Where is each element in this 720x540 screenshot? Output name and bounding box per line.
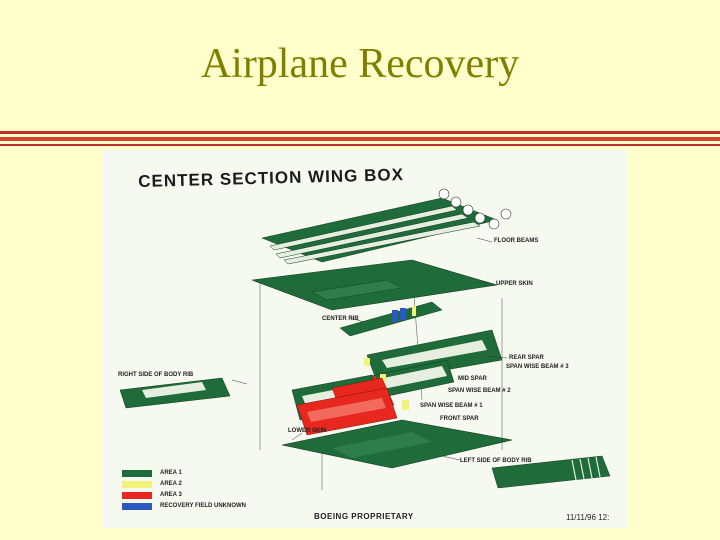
center-rib-group <box>339 301 443 337</box>
label-floor-beams: FLOOR BEAMS <box>494 238 539 244</box>
slide-title: Airplane Recovery <box>200 41 520 87</box>
label-front-spar: FRONT SPAR <box>440 416 479 422</box>
legend-label-area-3: AREA 3 <box>160 492 182 498</box>
floor-beams-group <box>261 197 498 265</box>
exploded-wing-box-drawing <box>119 188 611 490</box>
label-span-wise-beam-3: SPAN WISE BEAM # 3 <box>506 364 569 370</box>
legend-swatch-area-2 <box>122 481 152 488</box>
label-span-wise-beam-2: SPAN WISE BEAM # 2 <box>448 388 511 394</box>
divider-rule-middle <box>0 137 720 141</box>
legend-label-area-1: AREA 1 <box>160 470 182 476</box>
wing-box-diagram: CENTER SECTION WING BOX <box>102 150 628 528</box>
label-upper-skin: UPPER SKIN <box>496 281 533 287</box>
label-right-side-body-rib: RIGHT SIDE OF BODY RIB <box>118 372 194 378</box>
legend-swatch-recovery-unknown <box>122 503 152 510</box>
document-date: 11/11/96 12: <box>566 513 610 522</box>
legend-label-recovery-unknown: RECOVERY FIELD UNKNOWN <box>160 503 247 509</box>
legend-swatch-area-1 <box>122 470 152 477</box>
label-center-rib: CENTER RIB <box>322 316 359 322</box>
label-mid-spar: MID SPAR <box>458 376 487 382</box>
divider-rule-top <box>0 131 720 134</box>
divider-rule-bottom <box>0 144 720 146</box>
proprietary-notice: BOEING PROPRIETARY <box>314 512 414 521</box>
legend-swatch-area-3 <box>122 492 152 499</box>
legend-label-area-2: AREA 2 <box>160 481 182 487</box>
floor-beam-bubbles <box>438 188 512 230</box>
label-leaders <box>231 237 508 461</box>
label-span-wise-beam-1: SPAN WISE BEAM # 1 <box>420 403 483 409</box>
label-rear-spar: REAR SPAR <box>509 355 544 361</box>
label-lower-skin: LOWER SKIN <box>288 428 327 434</box>
label-left-side-body-rib: LEFT SIDE OF BODY RIB <box>460 458 532 464</box>
